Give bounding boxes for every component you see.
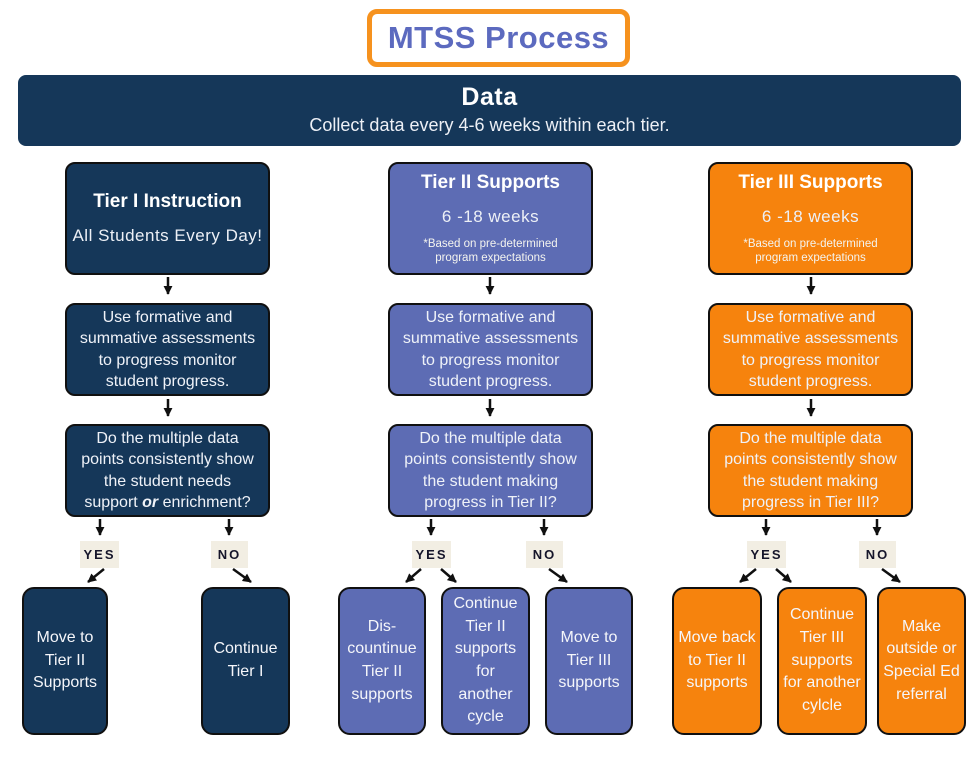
- tier2-assessment-text: Use formative and summative assessments …: [402, 308, 579, 390]
- outcome-text: Move back to Tier II supports: [678, 628, 756, 692]
- arrow-diagonal-icon: [739, 568, 757, 583]
- tier2-title: Tier II Supports: [420, 171, 560, 193]
- tier2-outcome-continue-cycle: Continue Tier II supports for another cy…: [441, 587, 530, 735]
- tier2-outcome-move-tier3: Move to Tier III supports: [545, 587, 633, 735]
- tier2-question-box: Do the multiple data points consistently…: [388, 424, 593, 517]
- tier3-title: Tier III Supports: [738, 171, 883, 193]
- outcome-text: Dis-countinue Tier II supports: [347, 617, 417, 703]
- tier1-question-box: Do the multiple data points consistently…: [65, 424, 270, 517]
- outcome-text: Continue Tier II supports for another cy…: [453, 594, 518, 726]
- tier3-no-label: NO: [859, 541, 896, 568]
- tier1-header-box: Tier I Instruction All Students Every Da…: [65, 162, 270, 275]
- tier1-title: Tier I Instruction: [93, 191, 242, 212]
- arrow-diagonal-icon: [881, 567, 901, 584]
- tier3-header-box: Tier III Supports 6 -18 weeks *Based on …: [708, 162, 913, 275]
- tier3-question-box: Do the multiple data points consistently…: [708, 424, 913, 517]
- tier3-subtitle: 6 -18 weeks: [761, 206, 860, 226]
- data-banner: Data Collect data every 4-6 weeks within…: [18, 75, 961, 146]
- tier3-outcome-continue-cycle: Continue Tier III supports for another c…: [777, 587, 867, 735]
- arrow-diagonal-icon: [440, 568, 457, 583]
- tier1-question-text: Do the multiple data points consistently…: [81, 429, 254, 511]
- tier3-yes-label: YES: [747, 541, 786, 568]
- banner-title: Data: [461, 83, 518, 111]
- tier2-note: *Based on pre-determined program expecta…: [423, 237, 558, 264]
- tier3-assessment-box: Use formative and summative assessments …: [708, 303, 913, 396]
- outcome-text: Continue Tier I: [213, 640, 278, 680]
- tier2-assessment-box: Use formative and summative assessments …: [388, 303, 593, 396]
- tier2-question-text: Do the multiple data points consistently…: [404, 429, 577, 511]
- outcome-text: Move to Tier II Supports: [32, 628, 98, 692]
- tier2-no-label: NO: [526, 541, 563, 568]
- tier3-assessment-text: Use formative and summative assessments …: [722, 308, 899, 390]
- tier3-outcome-referral: Make outside or Special Ed referral: [877, 587, 966, 735]
- tier1-outcome-move-tier2: Move to Tier II Supports: [22, 587, 108, 735]
- arrow-diagonal-icon: [87, 568, 105, 583]
- outcome-text: Move to Tier III supports: [558, 628, 620, 692]
- tier1-outcome-continue-tier1: Continue Tier I: [201, 587, 290, 735]
- banner-subtitle: Collect data every 4-6 weeks within each…: [309, 115, 670, 135]
- tier3-note: *Based on pre-determined program expecta…: [743, 237, 878, 264]
- arrow-diagonal-icon: [548, 567, 568, 584]
- tier1-assessment-text: Use formative and summative assessments …: [79, 308, 256, 390]
- outcome-text: Continue Tier III supports for another c…: [783, 606, 861, 715]
- tier1-no-label: NO: [211, 541, 248, 568]
- arrow-diagonal-icon: [775, 568, 792, 583]
- tier2-outcome-discontinue: Dis-countinue Tier II supports: [338, 587, 426, 735]
- outcome-text: Make outside or Special Ed referral: [883, 617, 960, 703]
- tier1-yes-label: YES: [80, 541, 119, 568]
- tier1-subtitle: All Students Every Day!: [72, 226, 263, 245]
- tier2-subtitle: 6 -18 weeks: [441, 206, 540, 226]
- page-title: MTSS Process: [367, 9, 630, 67]
- tier2-yes-label: YES: [412, 541, 451, 568]
- tier2-header-box: Tier II Supports 6 -18 weeks *Based on p…: [388, 162, 593, 275]
- arrow-diagonal-icon: [405, 568, 422, 583]
- tier3-question-text: Do the multiple data points consistently…: [724, 429, 897, 511]
- arrow-diagonal-icon: [232, 567, 252, 584]
- tier1-assessment-box: Use formative and summative assessments …: [65, 303, 270, 396]
- tier3-outcome-move-back-tier2: Move back to Tier II supports: [672, 587, 762, 735]
- page-title-text: MTSS Process: [387, 20, 610, 55]
